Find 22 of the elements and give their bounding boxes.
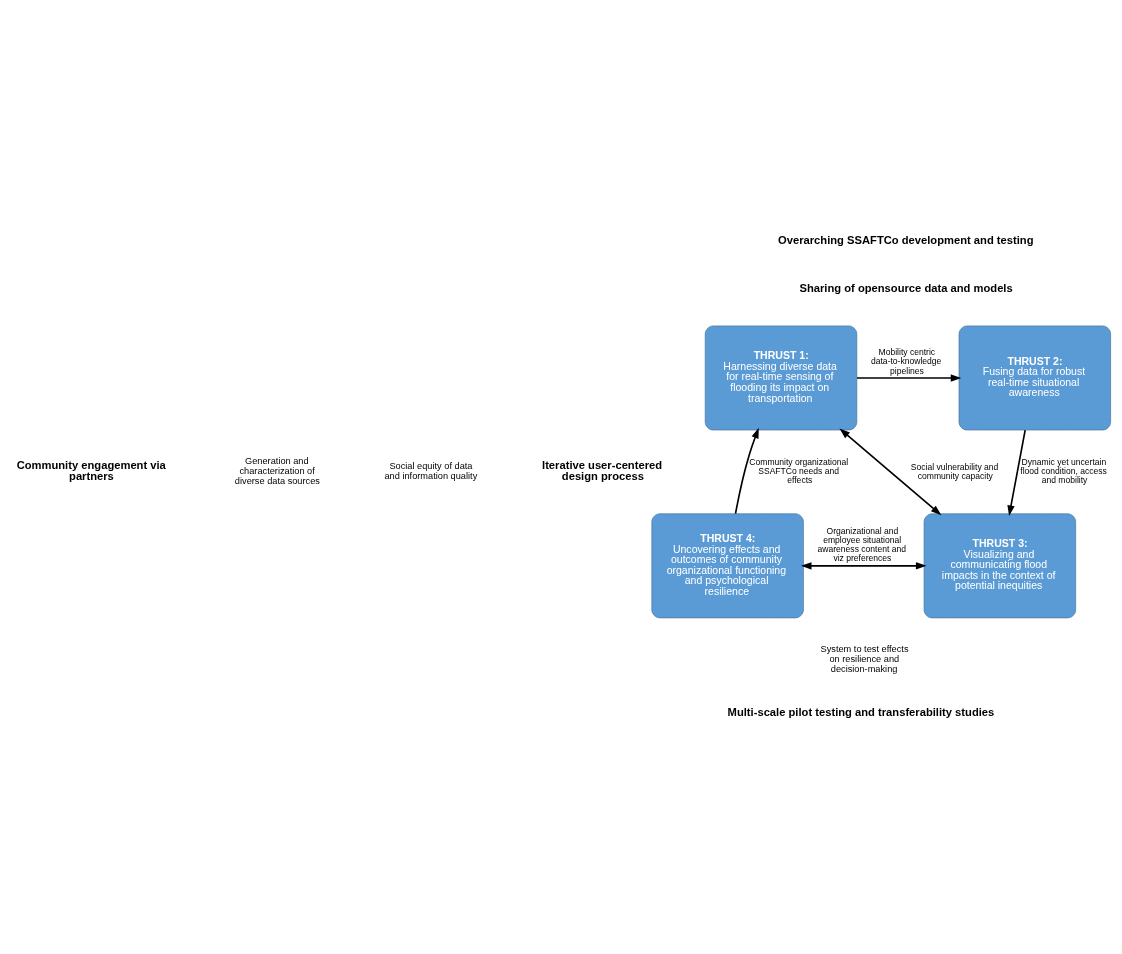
node-box: THRUST 1: Harnessing diverse data for real-time sensing of flooding its impact on transportation	[704, 325, 858, 430]
node-box: THRUST 2: Fusing data for robust real-time situational awareness	[958, 325, 1111, 430]
label: Community engagement via partners	[16, 458, 166, 482]
edge-label: Mobility centric data-to-knowledge pipelines	[870, 346, 942, 376]
edge-label: Dynamic yet uncertain flood condition, access and mobility	[1020, 456, 1107, 485]
label: Sharing of opensource data and models	[799, 281, 1013, 294]
arrow	[839, 427, 942, 515]
node-box: THRUST 3: Visualizing and communicating flood impacts in the context of potential inequities	[923, 512, 1076, 618]
edge-label: Organizational and employee situational awareness content and viz preferences	[817, 525, 906, 563]
arrow	[734, 427, 759, 514]
label: Generation and characterization of diverse data sources	[234, 455, 320, 486]
arrow	[800, 561, 927, 570]
label: Overarching SSAFTCo development and testing	[778, 233, 1034, 246]
label: Iterative user-centered design process	[542, 458, 663, 482]
edge-label: Social vulnerability and community capacity	[910, 461, 999, 481]
label: System to test effects on resilience and decision-making	[820, 643, 909, 674]
arrow	[1007, 428, 1026, 516]
label: Multi-scale pilot testing and transferability studies	[727, 705, 995, 718]
edge-label: Community organizational SSAFTCo needs and effects	[749, 456, 849, 485]
node-box: THRUST 4: Uncovering effects and outcomes of community organizational functioning and psychological resilience	[651, 512, 804, 618]
arrow	[856, 373, 962, 382]
label: Social equity of data and information quality	[384, 460, 478, 481]
